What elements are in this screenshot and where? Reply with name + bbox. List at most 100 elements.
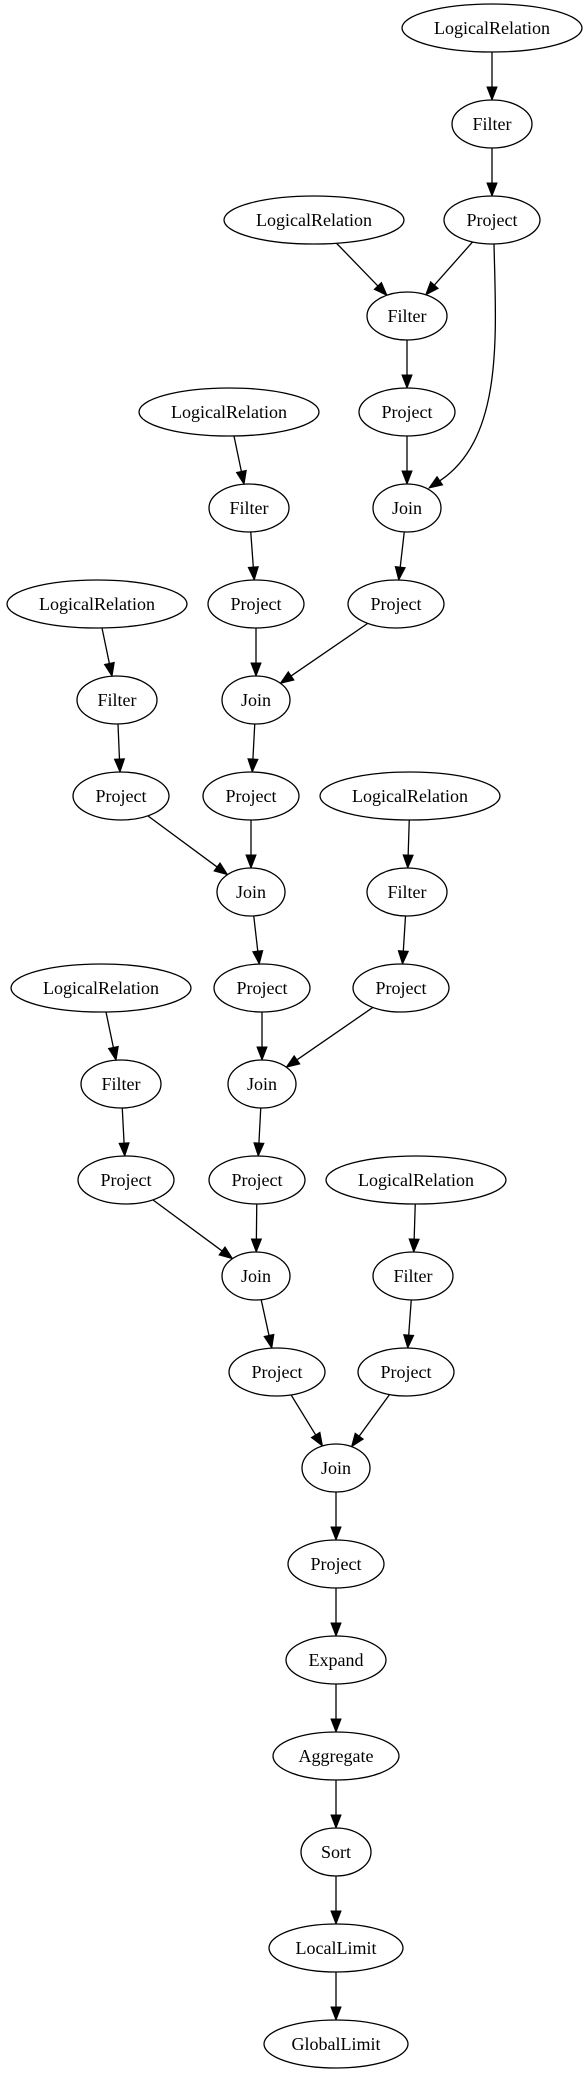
graph-edge: [279, 622, 369, 685]
edge-line: [439, 243, 497, 482]
graph-node-project: Project: [357, 1347, 455, 1397]
arrowhead: [247, 758, 259, 774]
graph-edge: [101, 627, 115, 678]
edge-line: [358, 1394, 391, 1437]
arrowhead: [408, 1238, 420, 1254]
graph-edge: [330, 1876, 342, 1926]
graph-node-aggregate: Aggregate: [272, 1731, 400, 1781]
node-label: LogicalRelation: [43, 978, 159, 998]
graph-node-logicalrelation: LogicalRelation: [401, 3, 583, 53]
node-ellipse: [372, 1251, 454, 1301]
arrowhead: [247, 566, 259, 582]
node-ellipse: [138, 387, 320, 437]
edge-line: [147, 815, 218, 868]
arrowhead: [330, 1910, 342, 1926]
node-ellipse: [6, 579, 188, 629]
graph-node-locallimit: LocalLimit: [268, 1923, 404, 1973]
node-label: Project: [381, 1362, 432, 1382]
node-label: LogicalRelation: [352, 786, 468, 806]
arrowhead: [427, 475, 444, 489]
graph-node-join: Join: [216, 867, 286, 917]
node-ellipse: [72, 771, 170, 821]
graph-node-filter: Filter: [366, 291, 448, 341]
graph-edge: [252, 915, 264, 966]
node-label: Filter: [388, 306, 427, 326]
node-ellipse: [443, 195, 541, 245]
node-ellipse: [272, 1731, 400, 1781]
edge-line: [296, 1006, 374, 1061]
graph-node-sort: Sort: [300, 1827, 372, 1877]
graph-node-logicalrelation: LogicalRelation: [325, 1155, 507, 1205]
node-label: Project: [371, 594, 422, 614]
arrowhead: [401, 374, 413, 390]
edge-line: [290, 622, 369, 677]
graph-edge: [152, 1199, 234, 1260]
edge-line: [253, 915, 259, 952]
graph-node-filter: Filter: [208, 483, 290, 533]
graph-node-project: Project: [213, 963, 311, 1013]
arrowhead: [218, 1246, 234, 1260]
graph-node-expand: Expand: [285, 1635, 387, 1685]
graph-edge: [285, 1006, 374, 1069]
graph-edge: [250, 628, 262, 678]
graph-edge: [256, 1012, 268, 1062]
arrowhead: [113, 758, 126, 774]
graph-node-logicalrelation: LogicalRelation: [6, 579, 188, 629]
graph-edge: [486, 52, 498, 102]
edge-line: [121, 1107, 125, 1144]
graph-node-project: Project: [202, 771, 300, 821]
graph-edge: [350, 1394, 391, 1448]
node-label: Filter: [230, 498, 269, 518]
node-label: Project: [252, 1362, 303, 1382]
graph-node-logicalrelation: LogicalRelation: [319, 771, 501, 821]
node-label: Project: [101, 1170, 152, 1190]
graph-edge: [245, 820, 257, 870]
graph-node-project: Project: [72, 771, 170, 821]
edge-line: [399, 531, 405, 568]
node-ellipse: [358, 387, 456, 437]
node-ellipse: [221, 675, 291, 725]
node-label: Project: [226, 786, 277, 806]
graph-node-logicalrelation: LogicalRelation: [138, 387, 320, 437]
arrowhead: [285, 1054, 301, 1069]
edge-line: [101, 627, 111, 664]
node-ellipse: [207, 579, 305, 629]
arrowhead: [424, 280, 440, 296]
graph-edge: [394, 531, 406, 582]
node-ellipse: [216, 867, 286, 917]
node-label: Project: [376, 978, 427, 998]
edge-line: [433, 241, 474, 286]
node-ellipse: [221, 1251, 291, 1301]
graph-edge: [408, 1203, 420, 1254]
arrowhead: [107, 1045, 119, 1062]
node-label: Project: [231, 594, 282, 614]
node-label: LogicalRelation: [39, 594, 155, 614]
node-label: LocalLimit: [296, 1938, 377, 1958]
nodes-layer: LogicalRelationFilterProjectLogicalRelat…: [6, 3, 583, 2069]
graph-edge: [330, 1972, 342, 2022]
graph-edge: [113, 723, 126, 774]
arrowhead: [330, 1622, 342, 1638]
node-label: LogicalRelation: [256, 210, 372, 230]
node-ellipse: [357, 1347, 455, 1397]
node-label: Join: [321, 1458, 351, 1478]
node-ellipse: [208, 1155, 306, 1205]
graph-node-logicalrelation: LogicalRelation: [223, 195, 405, 245]
node-label: Join: [236, 882, 266, 902]
edge-line: [413, 1203, 416, 1240]
node-ellipse: [263, 2019, 409, 2069]
node-ellipse: [300, 1827, 372, 1877]
node-ellipse: [202, 771, 300, 821]
node-ellipse: [228, 1347, 326, 1397]
graph-edge: [427, 243, 497, 489]
node-label: Project: [96, 786, 147, 806]
graph-edge: [486, 148, 498, 198]
node-label: Filter: [98, 690, 137, 710]
graph-edge: [253, 1107, 265, 1158]
arrowhead: [373, 281, 388, 297]
node-label: LogicalRelation: [358, 1170, 474, 1190]
node-label: Filter: [388, 882, 427, 902]
graph-node-join: Join: [372, 483, 442, 533]
node-label: GlobalLimit: [292, 2034, 381, 2054]
arrowhead: [402, 854, 414, 870]
